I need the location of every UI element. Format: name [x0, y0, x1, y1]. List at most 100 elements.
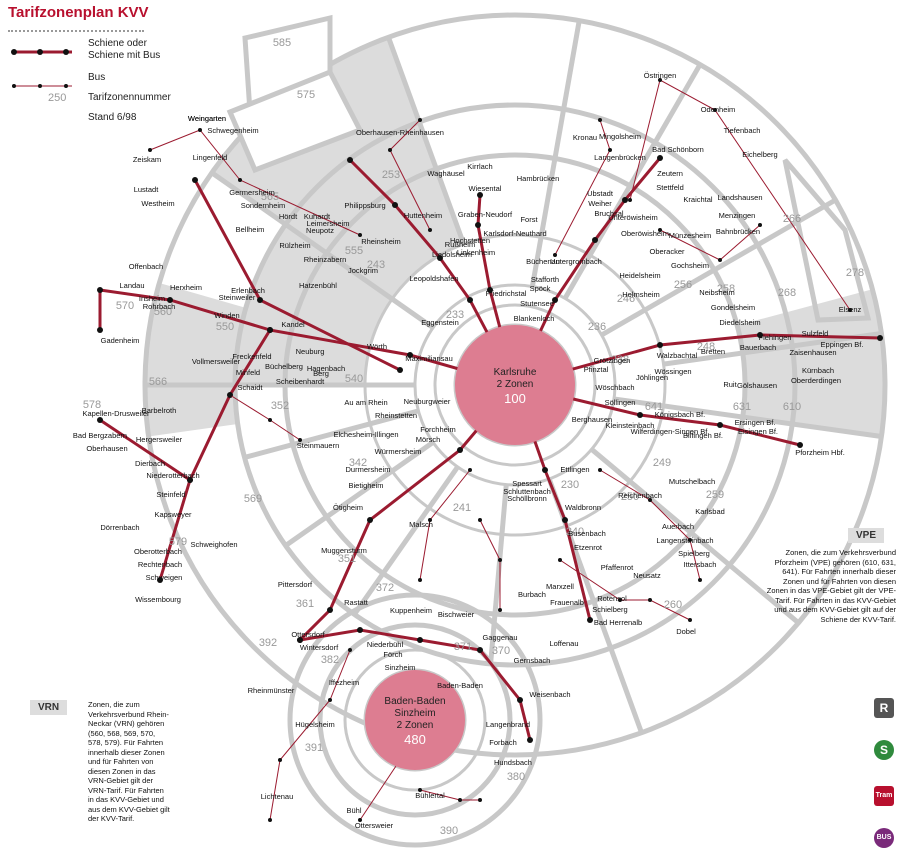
station-label: Rheinzabern — [304, 255, 347, 264]
zone-number: 260 — [664, 599, 682, 611]
zone-number: 240 — [566, 526, 584, 538]
rail-stop-0-2 — [437, 255, 443, 261]
route-network — [97, 78, 883, 822]
station-label: Eichelberg — [742, 150, 777, 159]
station-label: Mingolsheim — [599, 132, 641, 141]
rail-stop-9-4 — [517, 697, 523, 703]
station-label: Östringen — [644, 71, 677, 80]
station-label: Elchesheim-Illingen — [333, 430, 398, 439]
zone-number: 560 — [154, 306, 172, 318]
station-label: Hundsbach — [494, 758, 532, 767]
station-label: Loffenau — [549, 639, 578, 648]
rail-stop-9-3 — [477, 647, 483, 653]
station-label: Waghäusel — [427, 169, 465, 178]
zone-number: 641 — [645, 401, 663, 413]
rail-stop-5-2 — [562, 517, 568, 523]
zone-number: 230 — [561, 479, 579, 491]
station-label: Jöhlingen — [636, 373, 668, 382]
zone-number: 372 — [376, 582, 394, 594]
station-label: Bühl — [346, 806, 361, 815]
station-label: Neupotz — [306, 226, 334, 235]
bus-stop-6-0 — [558, 558, 562, 562]
rail-stop-11-1 — [167, 297, 173, 303]
station-label: Rußheim — [445, 240, 475, 249]
bus-stop-8-3 — [268, 818, 272, 822]
bus-stop-12-1 — [458, 798, 462, 802]
station-label: Rheinstetten — [375, 411, 417, 420]
station-label: Schluttenbach — [503, 487, 551, 496]
station-label: Langensteinbach — [656, 536, 713, 545]
rail-stop-9-0 — [297, 637, 303, 643]
station-label: Scheibenhardt — [276, 377, 325, 386]
station-label: Gondelsheim — [711, 303, 755, 312]
station-label: Leimersheim — [307, 219, 350, 228]
rail-stop-3-2 — [757, 332, 763, 338]
bus-stop-6-2 — [648, 598, 652, 602]
station-label: Heidelsheim — [619, 271, 660, 280]
shaded-zone-2 — [145, 283, 246, 437]
station-label: Philippsburg — [344, 201, 385, 210]
station-label: Neuburg — [296, 347, 325, 356]
vpe-info-text: Zonen, die zum Verkehrsverbund Pforzheim… — [766, 548, 896, 624]
station-label: Landau — [119, 281, 144, 290]
station-label: Bad Herrenalb — [594, 618, 642, 627]
station-label: Ötigheim — [333, 503, 363, 512]
zone-number: 243 — [367, 259, 385, 271]
legend-bus-dot-1 — [38, 84, 42, 88]
zone-number: 565 — [261, 191, 279, 203]
rail-stop-11-0 — [267, 327, 273, 333]
station-label: Ubstadt — [587, 189, 614, 198]
station-label: Hügelsheim — [295, 720, 335, 729]
zone-number: 390 — [440, 825, 458, 837]
station-label: Büchelberg — [265, 362, 303, 371]
station-label: Kleinsteinbach — [606, 421, 655, 430]
station-label: Menzingen — [719, 211, 756, 220]
station-label: Forbach — [489, 738, 517, 747]
center-zone-label: Baden-Baden — [384, 696, 445, 707]
station-label: Ittersbach — [684, 560, 717, 569]
station-label: Etzenrot — [574, 543, 603, 552]
zone-number: 631 — [733, 401, 751, 413]
bus-stop-4-0 — [428, 228, 432, 232]
station-label: Gochsheim — [671, 261, 709, 270]
station-label: Oberotterbach — [134, 547, 182, 556]
station-label: Langenbrücken — [594, 153, 646, 162]
station-label: Wössingen — [654, 367, 691, 376]
station-label: Neusatz — [633, 571, 661, 580]
station-label: Pfinztal — [584, 365, 609, 374]
station-label: Waldbronn — [565, 503, 601, 512]
legend-rail-dot-2 — [63, 49, 69, 55]
station-label: Graben-Neudorf — [458, 210, 513, 219]
station-label: Ottersweier — [355, 821, 394, 830]
station-label: Lustadt — [134, 185, 160, 194]
station-label: Rülzheim — [279, 241, 310, 250]
station-label: Zeutern — [657, 169, 683, 178]
station-label: Burbach — [518, 590, 546, 599]
station-label: Bad Schönborn — [652, 145, 704, 154]
rail-line-3 — [514, 333, 881, 387]
station-label: Weiher — [588, 199, 612, 208]
station-label: Vollmersweiler — [192, 357, 241, 366]
bus-line-8 — [269, 649, 351, 821]
station-label: Schwegenheim — [207, 126, 258, 135]
bus-stop-10-1 — [268, 418, 272, 422]
rail-stop-6-3 — [327, 607, 333, 613]
vrn-tag: VRN — [30, 700, 68, 715]
station-label: Kuppenheim — [390, 606, 432, 615]
zone-number: 555 — [345, 245, 363, 257]
zone-number: 361 — [296, 598, 314, 610]
rail-stop-6-2 — [367, 517, 373, 523]
station-label: Auerbach — [662, 522, 694, 531]
station-label: Hagenbach — [307, 364, 345, 373]
station-label: Landshausen — [717, 193, 762, 202]
bus-line-9 — [359, 759, 401, 821]
zone-number: 241 — [453, 502, 471, 514]
station-label: Bretten — [701, 347, 725, 356]
legend-bus-label: Bus — [88, 72, 106, 83]
zone-number-labels: 5855755655552432532332362462562662782682… — [83, 37, 864, 837]
rail-stop-7-5 — [157, 577, 163, 583]
bus-stop-0-1 — [658, 78, 662, 82]
bus-stop-5-1 — [648, 498, 652, 502]
zone-ring-badenbaden-2 — [317, 622, 513, 818]
